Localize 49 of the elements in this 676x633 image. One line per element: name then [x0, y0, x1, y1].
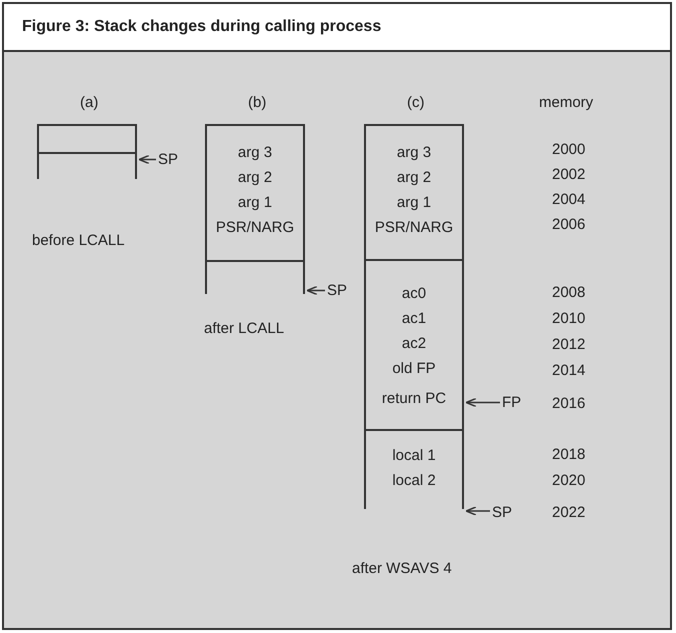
stack-entry: local 2 — [391, 471, 437, 491]
caption: before LCALL — [32, 232, 125, 249]
pointer-label: FP — [502, 394, 522, 411]
stack-frame-box — [364, 431, 464, 509]
stack-entry: old FP — [391, 359, 437, 379]
pointer-label: SP — [492, 504, 512, 521]
address-label: 2004 — [552, 191, 586, 208]
stack-frame-box — [364, 124, 464, 261]
panel-label: (b) — [248, 94, 266, 111]
pointer-arrow — [138, 154, 156, 164]
stack-entry: arg 3 — [396, 143, 432, 163]
figure-title: Figure 3: Stack changes during calling process — [22, 18, 382, 36]
stack-entry: ac2 — [400, 334, 428, 354]
stack-frame-box — [205, 124, 305, 262]
pointer-arrow — [306, 286, 325, 296]
caption: after LCALL — [204, 320, 284, 337]
stack-entry: PSR/NARG — [214, 218, 296, 238]
address-label: 2018 — [552, 446, 586, 463]
stack-entry: arg 1 — [236, 193, 274, 213]
stack-entry: arg 3 — [236, 143, 274, 163]
address-label: 2008 — [552, 284, 586, 301]
stack-entry: local 1 — [391, 446, 437, 466]
pointer-label: SP — [327, 282, 348, 299]
stack-entry: arg 2 — [396, 168, 432, 188]
stack-entry: return PC — [380, 389, 448, 409]
address-label: 2010 — [552, 310, 586, 327]
address-label: 2012 — [552, 336, 586, 353]
panel-label: (a) — [80, 94, 98, 111]
stack-slot — [37, 124, 137, 179]
address-label: 2022 — [552, 504, 586, 521]
column-heading: memory — [539, 94, 594, 111]
pointer-label: SP — [158, 151, 178, 168]
panel-label: (c) — [407, 94, 424, 111]
caption: after WSAVS 4 — [352, 560, 452, 577]
stack-entry: arg 2 — [236, 168, 274, 188]
address-label: 2006 — [552, 216, 586, 233]
address-label: 2016 — [552, 395, 586, 412]
stack-entry: ac1 — [400, 309, 428, 329]
pointer-arrow — [465, 506, 490, 516]
pointer-arrow — [465, 398, 500, 408]
stack-entry: arg 1 — [396, 193, 432, 213]
address-label: 2014 — [552, 362, 586, 379]
address-label: 2002 — [552, 166, 586, 183]
address-label: 2020 — [552, 472, 586, 489]
stack-frame-box — [364, 261, 464, 431]
address-label: 2000 — [552, 141, 586, 158]
stack-slot — [205, 262, 305, 294]
stack-entry: PSR/NARG — [374, 218, 454, 238]
stack-entry: ac0 — [400, 284, 428, 304]
